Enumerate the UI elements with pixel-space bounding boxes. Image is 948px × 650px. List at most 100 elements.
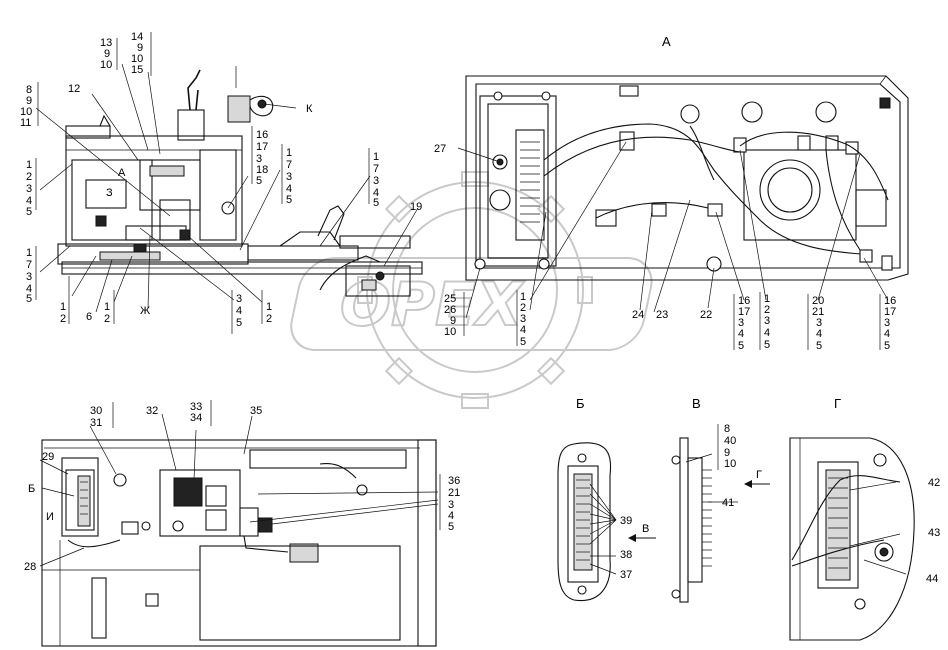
svg-text:5: 5 [256, 175, 262, 187]
svg-text:10: 10 [20, 106, 32, 118]
svg-text:5: 5 [373, 197, 379, 209]
svg-text:5: 5 [448, 521, 454, 533]
watermark-logo: OPEX [290, 171, 653, 409]
svg-text:8: 8 [26, 84, 32, 96]
svg-text:10: 10 [444, 326, 456, 338]
callout-38: 38 [620, 549, 632, 561]
svg-text:9: 9 [724, 447, 730, 459]
stack-1-2-3-4-5-B: 1 2 3 4 5 [764, 293, 770, 351]
svg-text:11: 11 [20, 117, 31, 129]
svg-text:4: 4 [764, 327, 770, 339]
stack-8-40-9-10: 8 40 9 10 [724, 423, 736, 470]
svg-text:1: 1 [60, 301, 66, 313]
top-left-assembly [57, 69, 423, 297]
callout-6: 6 [86, 311, 92, 323]
leaders-bottom-left [39, 413, 439, 567]
svg-text:4: 4 [373, 187, 379, 199]
svg-text:5: 5 [26, 206, 32, 218]
svg-text:2: 2 [26, 171, 32, 183]
svg-text:5: 5 [738, 340, 744, 352]
svg-text:3: 3 [26, 183, 32, 195]
svg-text:4: 4 [286, 183, 292, 195]
svg-text:14: 14 [131, 31, 143, 43]
arrow-label-B: Б [28, 483, 35, 495]
svg-text:2: 2 [60, 313, 66, 325]
svg-text:3: 3 [520, 313, 526, 325]
svg-text:18: 18 [256, 164, 268, 176]
leaders-view-A [457, 141, 889, 319]
stack-20-21-3-4-5: 20 21 3 4 5 [812, 295, 824, 352]
svg-text:10: 10 [131, 53, 143, 65]
svg-text:2: 2 [520, 302, 526, 314]
svg-text:2: 2 [764, 304, 770, 316]
svg-text:1: 1 [26, 159, 32, 171]
svg-text:3: 3 [286, 171, 292, 183]
callout-23: 23 [656, 309, 668, 321]
view-V-connector [671, 437, 770, 603]
stacked-callouts: 13 9 10 14 9 10 15 8 9 10 11 1 2 3 4 5 1… [20, 31, 896, 533]
svg-text:17: 17 [738, 306, 750, 318]
svg-text:3: 3 [256, 153, 262, 165]
svg-text:7: 7 [286, 159, 292, 171]
svg-text:3: 3 [738, 317, 744, 329]
view-label-B: Б [576, 396, 585, 411]
stack-1-2-3-4-5-left: 1 2 3 4 5 [26, 159, 32, 218]
svg-text:4: 4 [738, 328, 744, 340]
svg-text:9: 9 [104, 48, 110, 60]
callout-12: 12 [68, 83, 80, 95]
leaders-top-left [35, 63, 419, 313]
svg-text:16: 16 [738, 295, 750, 307]
svg-text:40: 40 [724, 435, 736, 447]
callout-29: 29 [42, 451, 54, 463]
arrow-label-Z: З [106, 187, 113, 199]
svg-text:17: 17 [884, 306, 896, 318]
single-callouts: 12 6 19 27 24 23 22 29 32 35 28 39 38 37… [24, 83, 940, 585]
callout-37: 37 [620, 569, 632, 581]
svg-text:20: 20 [812, 295, 824, 307]
svg-text:3: 3 [884, 317, 890, 329]
svg-text:1: 1 [104, 301, 110, 313]
svg-text:3: 3 [26, 271, 32, 283]
view-label-A: А [662, 34, 671, 49]
svg-text:5: 5 [520, 336, 526, 348]
arrow-label-A: А [118, 167, 126, 179]
svg-text:4: 4 [520, 324, 526, 336]
callout-27: 27 [434, 143, 446, 155]
callout-42: 42 [928, 477, 940, 489]
callout-39: 39 [620, 515, 632, 527]
svg-text:5: 5 [286, 194, 292, 206]
svg-text:21: 21 [812, 306, 824, 318]
view-B-connector [557, 442, 656, 602]
svg-text:1: 1 [373, 151, 379, 163]
svg-text:5: 5 [236, 317, 242, 329]
svg-text:3: 3 [373, 175, 379, 187]
svg-text:16: 16 [256, 129, 268, 141]
svg-text:1: 1 [26, 247, 32, 259]
svg-text:21: 21 [448, 487, 460, 499]
view-label-V: В [692, 396, 701, 411]
svg-text:10: 10 [100, 59, 112, 71]
callout-41: 41 [722, 497, 734, 509]
svg-text:5: 5 [816, 340, 822, 352]
view-label-G: Г [834, 396, 841, 411]
stack-1-2-b: 1 2 [104, 301, 110, 325]
bottom-left-assembly [41, 439, 437, 647]
svg-text:5: 5 [764, 339, 770, 351]
callout-19: 19 [410, 201, 422, 213]
svg-text:3: 3 [764, 315, 770, 327]
callout-43: 43 [928, 527, 940, 539]
svg-text:4: 4 [448, 510, 454, 522]
svg-text:34: 34 [190, 412, 202, 424]
svg-text:1: 1 [266, 301, 272, 313]
stack-8-9-10-11: 8 9 10 11 [20, 84, 32, 129]
stack-1-2-3-4-5-A: 1 2 3 4 5 [520, 291, 526, 348]
svg-text:4: 4 [26, 195, 32, 207]
svg-text:4: 4 [26, 283, 32, 295]
svg-text:7: 7 [26, 259, 32, 271]
svg-text:30: 30 [90, 405, 102, 417]
view-letters: А Б В Г К Ж И А З Б В Г [28, 34, 841, 535]
stack-33-34: 33 34 [190, 401, 202, 424]
stack-1-2-c: 1 2 [266, 301, 272, 325]
